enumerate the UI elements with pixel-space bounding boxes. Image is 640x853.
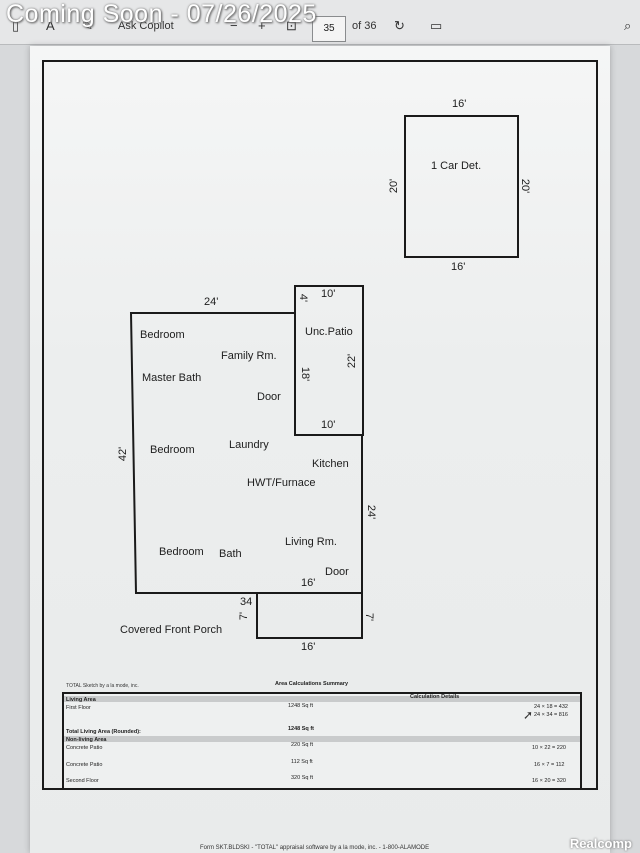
calc-row-1: 24 × 18 = 432: [534, 704, 568, 710]
nl-row-2-sqft: 112 Sq ft: [291, 759, 313, 765]
realcomp-watermark: Realcomp: [569, 836, 632, 851]
page-total: of 36: [352, 20, 377, 32]
fit-page-icon[interactable]: ⊡: [286, 18, 297, 33]
garage-dim-bottom: 16': [451, 261, 466, 273]
patio-dim-bottom: 10': [321, 419, 336, 431]
house-dim-bottom: 16': [301, 577, 316, 589]
living-area-header: Living Area: [66, 697, 96, 703]
room-hwt-furnace: HWT/Furnace: [247, 477, 316, 489]
total-living-label: Total Living Area (Rounded):: [66, 729, 141, 735]
room-bedroom-1: Bedroom: [140, 329, 185, 341]
room-door-1: Door: [257, 391, 281, 403]
nl-row-1-name: Concrete Patio: [66, 745, 103, 751]
sidebar-icon[interactable]: ▯: [12, 18, 20, 33]
garage-dim-left: 20': [388, 178, 401, 194]
room-bath: Bath: [219, 548, 242, 560]
search-icon[interactable]: ⌕: [624, 18, 632, 33]
patio-dim-right: 22': [346, 353, 359, 369]
patio-dim-left-a: 4': [297, 293, 310, 303]
garage-dim-top: 16': [452, 98, 467, 110]
nl-row-2-name: Concrete Patio: [66, 762, 103, 768]
patio-outline: [294, 285, 364, 436]
house-dim-left: 42': [117, 446, 130, 462]
ask-copilot-button[interactable]: Ask Copilot: [118, 20, 174, 32]
porch-dim-right: 7': [363, 612, 376, 622]
porch-dim-left: 7': [238, 611, 251, 621]
draw-icon[interactable]: ✎: [82, 18, 93, 33]
house-dim-right: 24': [365, 504, 378, 520]
garage-label: 1 Car Det.: [431, 160, 482, 172]
room-kitchen: Kitchen: [312, 458, 349, 470]
nl-row-3-sqft: 320 Sq ft: [291, 775, 314, 781]
two-page-icon[interactable]: ▭: [430, 18, 443, 33]
coming-soon-banner: Coming Soon - 07/26/2025: [6, 0, 317, 28]
house-dim-top: 24': [204, 296, 219, 308]
summary-title: Area Calculations Summary: [275, 681, 349, 687]
patio-dim-top: 10': [321, 288, 336, 300]
room-living: Living Rm.: [285, 536, 337, 548]
area-summary-table: Living Area Calculation Details First Fl…: [62, 692, 582, 790]
room-bedroom-3: Bedroom: [159, 546, 204, 558]
room-unc-patio: Unc.Patio: [305, 326, 353, 338]
mouse-cursor-icon: ➚: [523, 708, 534, 722]
porch-dim-bottom: 16': [301, 641, 316, 653]
garage-dim-right: 20': [519, 178, 532, 194]
porch-dim-num: 34: [240, 596, 253, 608]
page-number-input[interactable]: 35: [312, 16, 346, 42]
form-footer: Form SKT.BLDSKI - "TOTAL" appraisal soft…: [200, 845, 430, 851]
zoom-in-button[interactable]: +: [258, 18, 266, 33]
nl-row-3-calc: 16 × 20 = 320: [532, 778, 566, 784]
calc-row-2: 24 × 34 = 816: [534, 712, 568, 718]
patio-dim-left-b: 18': [299, 366, 312, 382]
room-master-bath: Master Bath: [142, 372, 202, 384]
room-door-2: Door: [325, 566, 349, 578]
pdf-toolbar: ▯ A ✎ Ask Copilot − + ⊡ 35 of 36 ↻ ▭ ⌕: [0, 0, 640, 45]
total-living-value: 1248 Sq ft: [288, 726, 314, 732]
text-icon[interactable]: A: [46, 18, 55, 33]
nl-row-1-calc: 10 × 22 = 220: [532, 745, 566, 751]
porch-outline: [256, 592, 363, 639]
first-floor-label: First Floor: [66, 705, 91, 711]
sketch-credit: TOTAL Sketch by a la mode, inc.: [66, 683, 139, 689]
calc-details-header: Calculation Details: [410, 694, 460, 700]
house-outline: [129, 312, 363, 594]
room-family: Family Rm.: [221, 350, 277, 362]
garage-outline: [404, 115, 519, 258]
nl-row-3-name: Second Floor: [66, 778, 99, 784]
rotate-icon[interactable]: ↻: [394, 18, 405, 33]
zoom-out-button[interactable]: −: [230, 18, 238, 33]
room-laundry: Laundry: [229, 439, 269, 451]
room-bedroom-2: Bedroom: [150, 444, 195, 456]
first-floor-sqft: 1248 Sq ft: [288, 703, 314, 709]
non-living-header: Non-living Area: [66, 737, 107, 743]
nl-row-2-calc: 16 × 7 = 112: [534, 762, 565, 768]
nl-row-1-sqft: 220 Sq ft: [291, 742, 314, 748]
room-covered-porch: Covered Front Porch: [120, 624, 223, 636]
